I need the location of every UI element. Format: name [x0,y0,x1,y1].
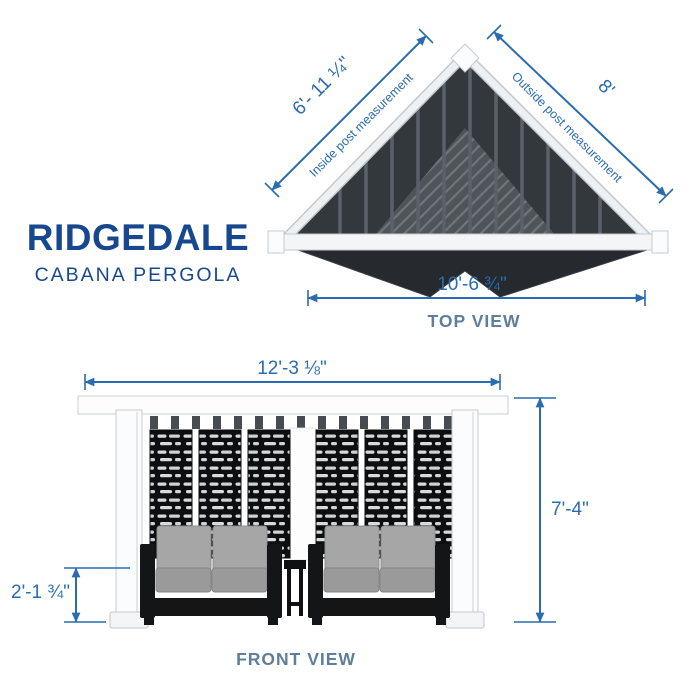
left-post-top [267,230,285,254]
front-view-label: FRONT VIEW [236,649,356,669]
front-height-dim-value: 7'-4" [551,499,589,520]
inside-post-dim-line [271,35,427,191]
left-post [109,409,149,629]
front-view-dimensions: 12'-3 ⅛" 7'-4" 2'-1 ¾" [11,358,589,623]
inside-post-dim-value: 6'- 11 ¼" [289,53,356,120]
top-width-dim-value: 10'-6 ¾" [437,274,507,295]
right-post [445,409,485,629]
front-width-dim-value: 12'-3 ⅛" [257,358,327,379]
front-beam [273,233,663,251]
middle-post [289,427,317,561]
brand-block: RIDGEDALE CABANA PERGOLA [27,217,249,286]
seat-height-dim-value: 2'-1 ¾" [11,582,70,603]
outside-post-dim-line [493,31,667,197]
right-post-top [651,230,669,254]
sofa-right [308,525,450,625]
outside-post-dim-value: 8' [593,76,618,101]
front-view-drawing [77,395,509,629]
front-rafter-tails [150,416,452,429]
product-name: RIDGEDALE [27,217,249,258]
coffee-table [284,560,306,616]
sofa-left [140,525,282,625]
product-subtitle: CABANA PERGOLA [35,264,242,286]
top-view-label: TOP VIEW [428,311,521,331]
apex-cap [450,43,480,73]
